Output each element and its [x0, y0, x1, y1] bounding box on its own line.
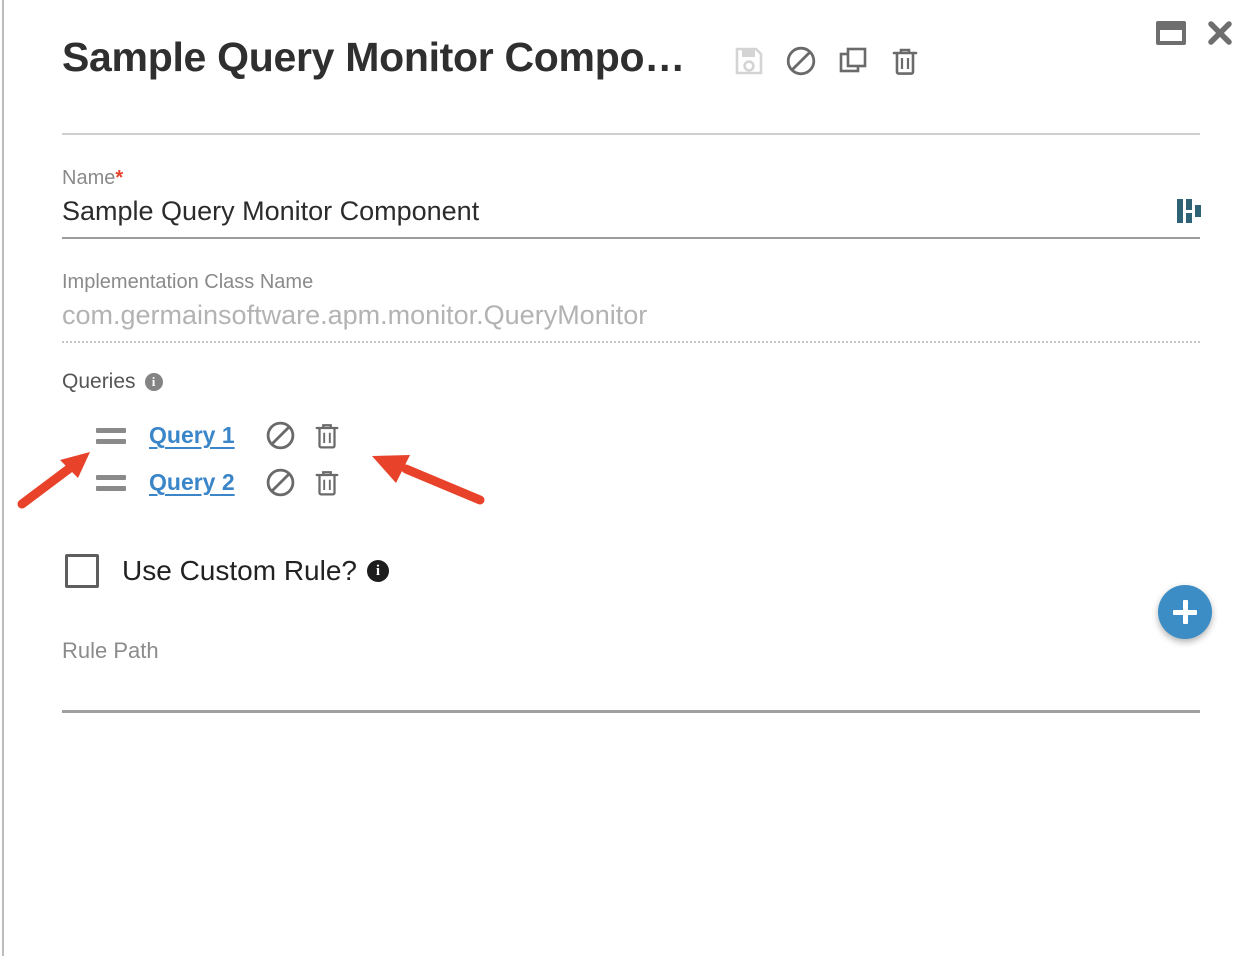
- drag-handle-icon[interactable]: [96, 427, 126, 444]
- info-icon[interactable]: i: [366, 560, 389, 582]
- delete-icon[interactable]: [889, 45, 921, 77]
- page-title: Sample Query Monitor Compo…: [62, 34, 685, 80]
- required-marker: *: [115, 167, 124, 189]
- rule-path-underline: [62, 710, 1200, 713]
- drag-handle-icon[interactable]: [96, 474, 126, 491]
- rule-path-label: Rule Path: [62, 638, 159, 663]
- queries-list: Query 1 Qu: [62, 412, 1200, 506]
- queries-section: Queries i Query 1: [62, 370, 1212, 639]
- bar-chart-icon[interactable]: [1174, 195, 1204, 227]
- use-custom-rule-row: Use Custom Rule? i: [62, 554, 1200, 588]
- no-entry-icon[interactable]: [265, 467, 296, 498]
- left-edge-rail: [2, 0, 4, 956]
- use-custom-rule-label: Use Custom Rule?: [122, 555, 357, 586]
- duplicate-icon[interactable]: [837, 45, 869, 77]
- trash-icon[interactable]: [312, 467, 342, 498]
- info-icon[interactable]: i: [144, 373, 163, 391]
- implementation-class-underline: [62, 341, 1200, 343]
- use-custom-rule-checkbox[interactable]: [65, 554, 99, 588]
- name-field-group: Name* Sample Query Monitor Component: [62, 165, 1201, 239]
- dialog-body: Name* Sample Query Monitor Component Imp…: [62, 165, 1212, 713]
- dialog-header: Sample Query Monitor Compo…: [62, 34, 1200, 81]
- query-link[interactable]: Query 1: [149, 422, 235, 448]
- rule-path-input[interactable]: [62, 664, 1200, 710]
- name-field-underline: [62, 237, 1200, 239]
- queries-header: Queries i: [62, 370, 1200, 394]
- close-icon[interactable]: [1206, 19, 1234, 47]
- no-entry-icon[interactable]: [265, 420, 296, 451]
- name-input[interactable]: Sample Query Monitor Component: [62, 196, 480, 226]
- name-field-label: Name*: [62, 165, 1200, 191]
- name-label-text: Name: [62, 167, 116, 189]
- implementation-class-field-group: Implementation Class Name com.germainsof…: [62, 269, 1200, 343]
- cancel-icon[interactable]: [785, 45, 817, 77]
- window-controls: [1154, 18, 1234, 48]
- queries-label: Queries: [62, 370, 136, 393]
- add-query-button[interactable]: [1158, 585, 1212, 639]
- trash-icon[interactable]: [312, 420, 342, 451]
- restore-window-icon[interactable]: [1154, 18, 1188, 48]
- list-item: Query 1: [62, 412, 1200, 459]
- header-divider: [62, 133, 1200, 135]
- header-action-bar: [733, 45, 921, 77]
- implementation-class-label: Implementation Class Name: [62, 271, 314, 293]
- query-link[interactable]: Query 2: [149, 469, 235, 495]
- list-item: Query 2: [62, 459, 1200, 506]
- implementation-class-input: com.germainsoftware.apm.monitor.QueryMon…: [62, 300, 648, 330]
- save-icon: [733, 45, 765, 77]
- rule-path-field-group: Rule Path: [62, 638, 1200, 713]
